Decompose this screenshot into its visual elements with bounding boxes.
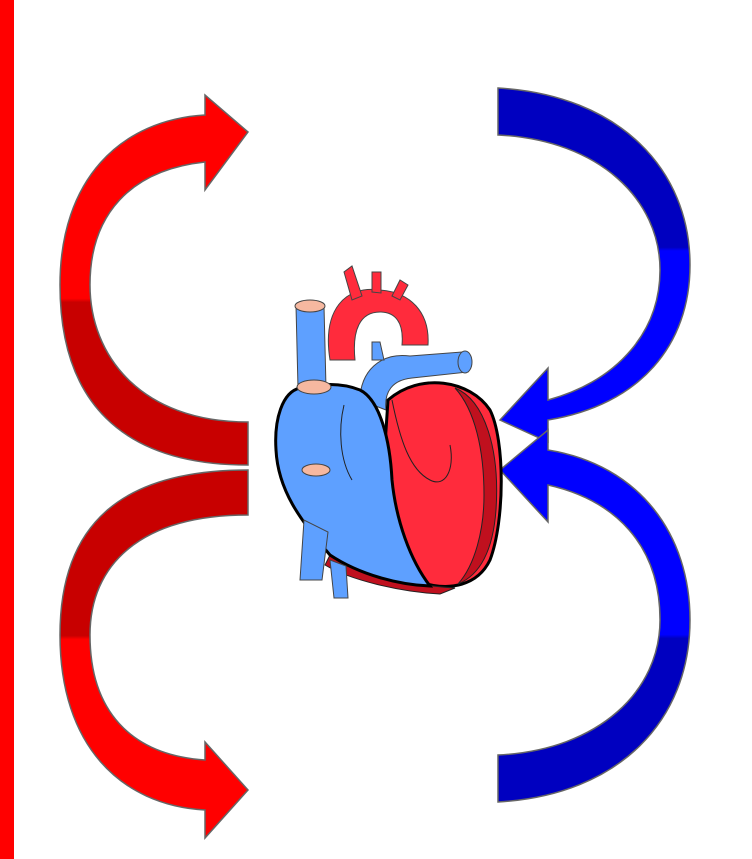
aortic-branch-2	[372, 272, 381, 293]
curved-arrow-red-top-left-icon	[60, 95, 248, 465]
superior-vena-cava	[296, 306, 326, 388]
svc-opening	[295, 300, 325, 312]
heart-illustration	[276, 266, 502, 598]
curved-arrow-red-bottom-left-icon	[60, 470, 248, 838]
curved-arrow-blue-top-right-icon	[498, 88, 690, 442]
pulmonary-branch	[372, 342, 384, 360]
pulmonary-opening	[458, 351, 472, 373]
curved-arrow-blue-bottom-right-icon	[498, 430, 690, 802]
inferior-opening-right	[297, 380, 331, 394]
aortic-branch-1	[344, 266, 362, 300]
descending-vessel	[330, 560, 348, 598]
ivc-opening	[302, 464, 330, 476]
